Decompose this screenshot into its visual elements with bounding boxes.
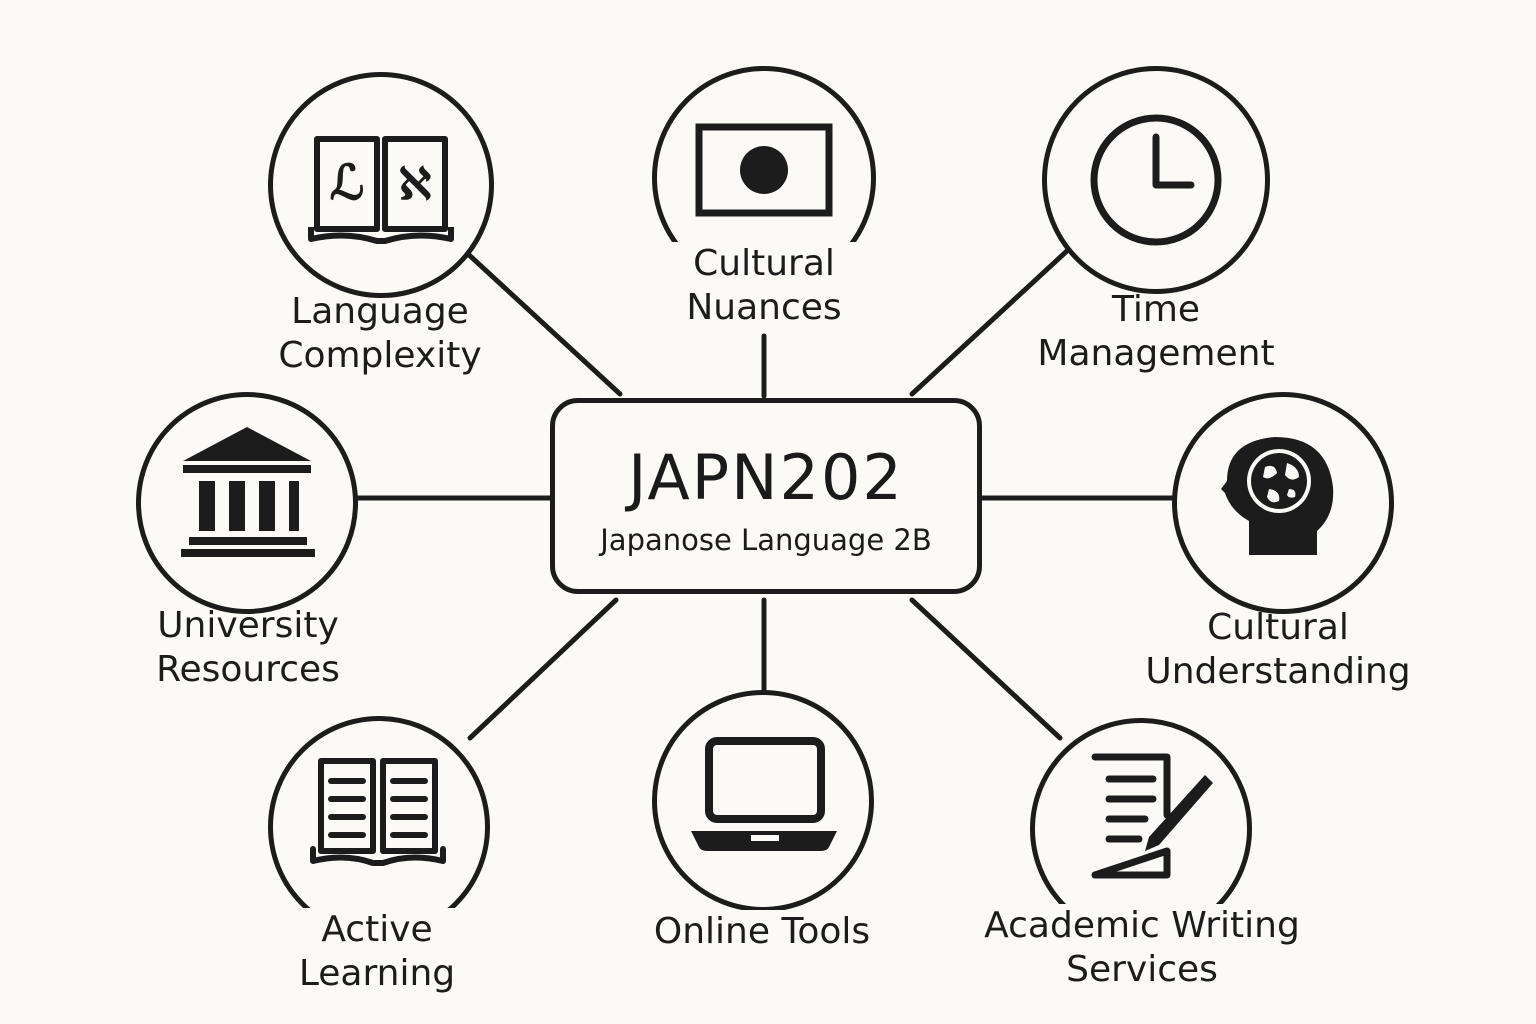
connector-academic-writing xyxy=(909,597,1063,741)
connector-time-management xyxy=(909,247,1071,397)
label-line: Online Tools xyxy=(653,911,871,952)
label-line: Cultural xyxy=(693,243,835,284)
label-line: Understanding xyxy=(1145,651,1411,692)
course-name: Japanose Language 2B xyxy=(600,523,932,557)
node-time-management xyxy=(1042,66,1270,294)
course-code: JAPN202 xyxy=(628,441,904,514)
svg-text:ℒ: ℒ xyxy=(330,155,365,211)
label-academic-writing: Academic Writing Services xyxy=(960,904,1324,992)
building-columns-icon xyxy=(181,427,315,557)
label-online-tools: Online Tools xyxy=(600,910,924,954)
node-online-tools xyxy=(652,690,874,912)
label-line: Nuances xyxy=(686,287,842,328)
label-line: Management xyxy=(1037,333,1275,374)
clock-icon xyxy=(1090,114,1222,246)
label-line: Complexity xyxy=(278,335,482,376)
label-line: University xyxy=(157,605,339,646)
label-line: Learning xyxy=(298,953,456,994)
svg-text:ℵ: ℵ xyxy=(399,159,432,210)
label-time-management: Time Management xyxy=(1010,288,1302,376)
japan-flag-icon xyxy=(695,123,833,217)
label-line: Academic Writing xyxy=(984,905,1300,946)
label-line: Active xyxy=(321,909,433,950)
node-active-learning xyxy=(268,716,490,938)
label-line: Language xyxy=(291,291,469,332)
label-cultural-nuances: Cultural Nuances xyxy=(612,242,916,330)
label-language-complexity: Language Complexity xyxy=(230,290,530,378)
course-center-box: JAPN202 Japanose Language 2B xyxy=(550,398,982,594)
open-book-characters-icon: ℒ ℵ xyxy=(308,136,454,244)
label-line: Resources xyxy=(156,649,340,690)
label-cultural-understanding: Cultural Understanding xyxy=(1120,606,1436,694)
node-cultural-understanding xyxy=(1172,392,1394,614)
laptop-icon xyxy=(691,737,837,851)
node-academic-writing xyxy=(1030,718,1252,940)
document-pen-icon xyxy=(1091,753,1213,879)
head-globe-icon xyxy=(1221,437,1334,555)
label-line: Time xyxy=(1111,289,1201,330)
label-line: Services xyxy=(1066,949,1218,990)
label-line: Cultural xyxy=(1207,607,1349,648)
connector-active-learning xyxy=(467,597,619,741)
node-language-complexity: ℒ ℵ xyxy=(268,72,494,298)
open-book-icon xyxy=(310,758,446,866)
node-university-resources xyxy=(136,392,358,614)
label-active-learning: Active Learning xyxy=(250,908,504,996)
connector-language-complexity xyxy=(465,251,623,397)
label-university-resources: University Resources xyxy=(110,604,386,692)
